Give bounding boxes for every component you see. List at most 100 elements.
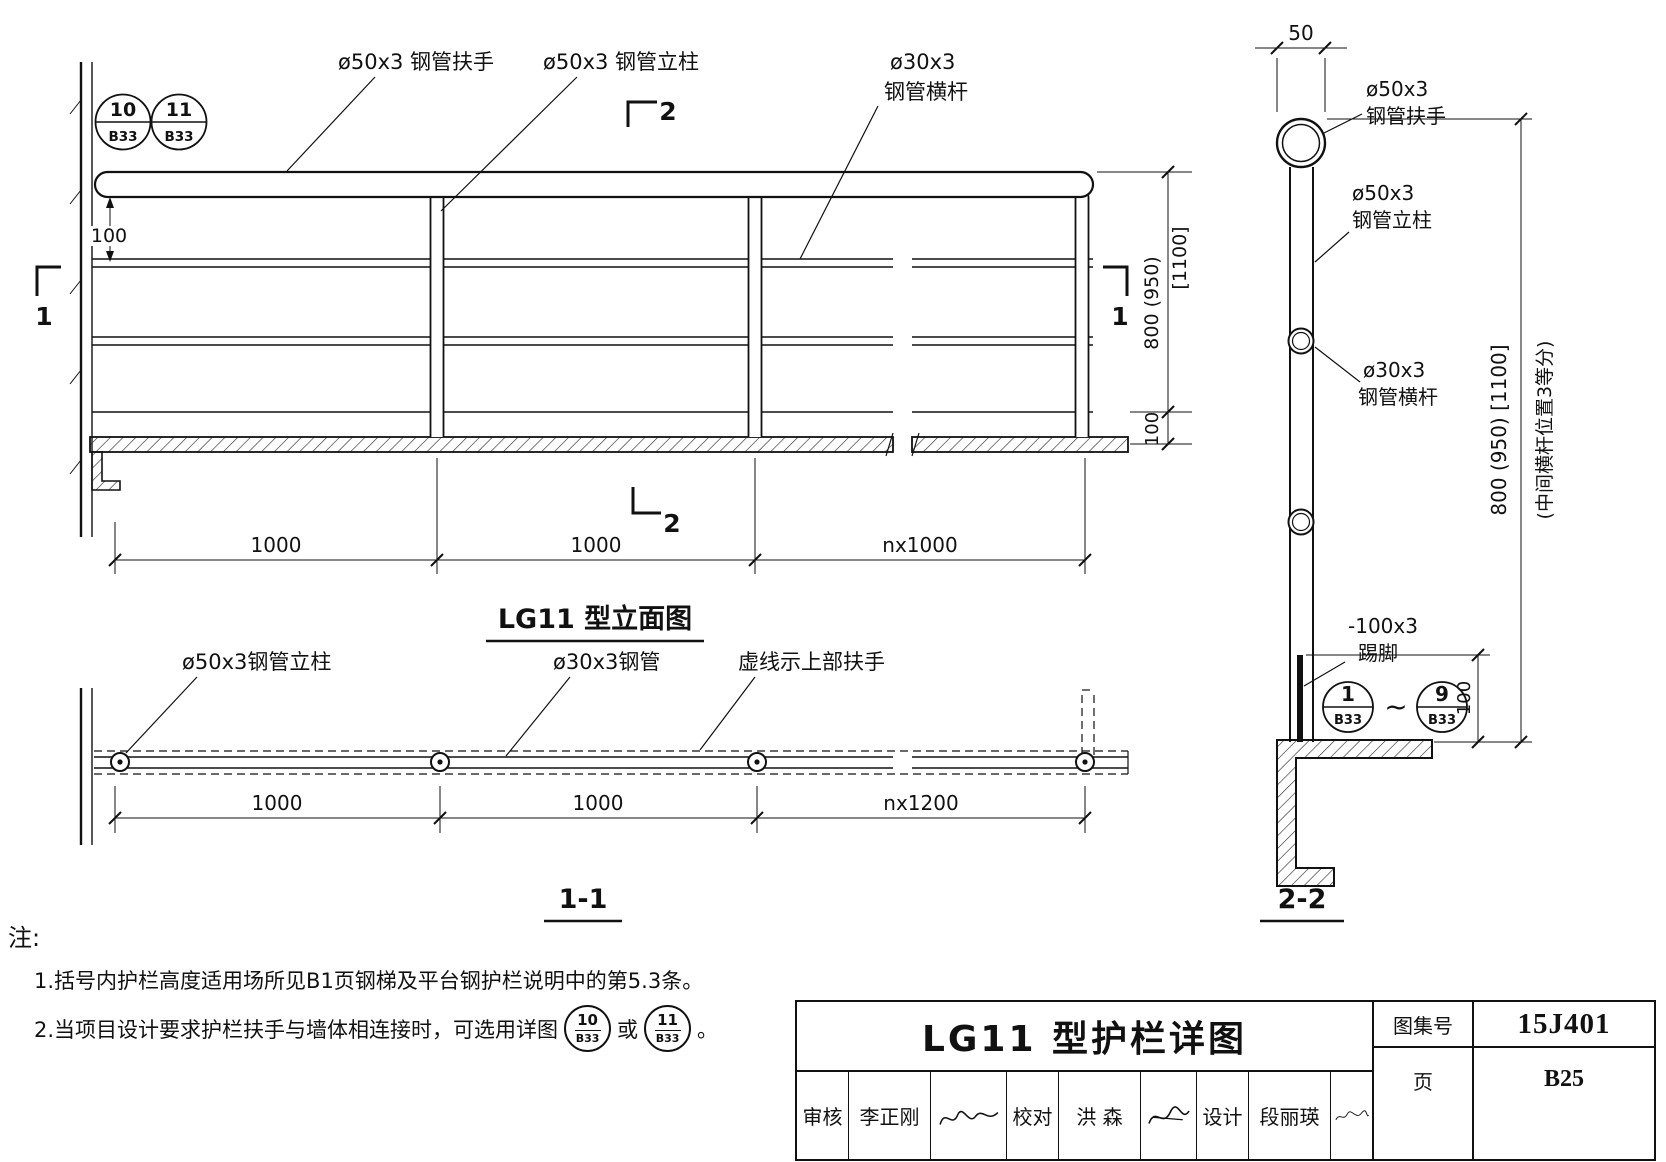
dim-toe-height: 100	[1142, 412, 1163, 446]
post	[747, 189, 763, 437]
reviewer-signature	[938, 1110, 998, 1125]
sheet-title: LG11 型护栏详图	[797, 1002, 1372, 1072]
crossbar-label-line2: 钢管横杆	[884, 80, 968, 104]
section-handrail-pipe	[1275, 117, 1327, 169]
note-ref-11-page: B33	[655, 1032, 680, 1045]
elevation-dimensions: 100 800 (950) [1100] 100 1000 1000 n	[86, 165, 1192, 574]
post-label: ø50x3 钢管立柱	[543, 50, 699, 74]
handrail-bar	[93, 170, 1095, 199]
reviewer-signature-cell	[931, 1072, 1007, 1159]
cut-mark-2-top: 2	[659, 97, 676, 126]
notes-heading: 注:	[8, 924, 41, 952]
dim-offset-top: 100	[91, 225, 127, 247]
checker-label: 校对	[1007, 1072, 1059, 1159]
title-block-right: 图集号 15J401 页 B25	[1374, 1002, 1654, 1159]
page-number: B25	[1543, 1066, 1584, 1092]
floor-deck	[89, 432, 1129, 491]
designer-signature-cell	[1331, 1072, 1372, 1159]
section-labels: ø50x3 钢管扶手 ø50x3 钢管立柱 ø30x3 钢管横杆 -100x3 …	[1303, 77, 1446, 687]
section-crossbar-lower	[1287, 508, 1315, 536]
note-1: 1.括号内护栏高度适用场所见B1页钢梯及平台钢护栏说明中的第5.3条。	[34, 969, 704, 993]
designer-signature	[1334, 1109, 1369, 1120]
section-cut-marks: 2 2 1 1	[35, 97, 1128, 538]
post-plan-circles	[110, 752, 1095, 772]
checker-signature-cell	[1141, 1072, 1197, 1159]
crossbar-label-line1: ø30x3	[890, 50, 955, 74]
crossbar-rails	[92, 258, 1093, 346]
section-title: 2-2	[1278, 884, 1327, 915]
section-dim-50: 50	[1288, 21, 1313, 45]
signature-row: 审核 李正刚 校对 洪 森 设计 段丽瑛	[797, 1072, 1372, 1159]
plan-pipe-label: ø30x3钢管	[553, 650, 660, 674]
atlas-label: 图集号	[1374, 1002, 1474, 1046]
designer-name: 段丽瑛	[1249, 1072, 1331, 1159]
handrail-label: ø50x3 钢管扶手	[338, 50, 494, 74]
page-label: 页	[1374, 1048, 1474, 1159]
dim-height-alt: [1100]	[1169, 226, 1191, 289]
plan-dim-bay-n: nx1200	[883, 791, 958, 815]
section-post	[1289, 167, 1314, 742]
note-ref-10-number: 10	[577, 1011, 598, 1029]
section-top-dimension: 50	[1255, 21, 1347, 112]
tilde-separator: ~	[1384, 690, 1407, 723]
section-view: 50 ø50x3 钢管扶手 ø5	[1255, 21, 1556, 923]
note-2-or: 或	[617, 1017, 639, 1042]
section-floor-channel	[1276, 739, 1433, 887]
section-crossbar-label-2: 钢管横杆	[1358, 385, 1438, 409]
section-toe-board	[1297, 655, 1303, 742]
section-crossbar-upper	[1287, 327, 1315, 355]
detail-ref-11-page: B33	[164, 129, 193, 145]
section-crossbar-label-1: ø30x3	[1363, 358, 1425, 382]
floor-edge-channel	[91, 451, 121, 491]
post	[1074, 189, 1090, 437]
cut-mark-1-right: 1	[1111, 302, 1128, 331]
plan-dimensions: 1000 1000 nx1200	[108, 786, 1092, 833]
railing-posts	[429, 189, 1090, 437]
detail-ref-9-page: B33	[1428, 713, 1456, 728]
checker-name: 洪 森	[1059, 1072, 1141, 1159]
badge-divider	[574, 1030, 601, 1031]
notes-block: 注: 1.括号内护栏高度适用场所见B1页钢梯及平台钢护栏说明中的第5.3条。 2…	[8, 918, 808, 1052]
cut-mark-2-bottom: 2	[663, 509, 680, 538]
section-handrail-label-2: 钢管扶手	[1366, 104, 1446, 128]
detail-ref-10-page: B33	[108, 129, 137, 145]
detail-ref-1-page: B33	[1334, 713, 1362, 728]
dim-bay2: 1000	[571, 533, 622, 557]
plan-labels: ø50x3钢管立柱 ø30x3钢管 虚线示上部扶手	[125, 650, 885, 757]
detail-ref-11-circle: 11 B33	[150, 93, 208, 151]
detail-ref-9-number: 9	[1435, 682, 1449, 706]
note-2: 2.当项目设计要求护栏扶手与墙体相连接时，可选用详图 10 B33 或 11 B…	[34, 1005, 808, 1052]
note-2-end: 。	[697, 1017, 719, 1042]
dim-height: 800 (950)	[1141, 256, 1163, 349]
detail-ref-11-number: 11	[166, 99, 192, 121]
section-toeboard-label-2: 踢脚	[1358, 641, 1398, 665]
note-ref-11-badge: 11 B33	[644, 1005, 692, 1052]
section-detail-refs: 1 B33 ~ 9 B33	[1322, 681, 1468, 733]
section-dim-toe: 100	[1454, 681, 1475, 715]
atlas-row: 图集号 15J401	[1374, 1002, 1654, 1048]
plan-view: ø50x3钢管立柱 ø30x3钢管 虚线示上部扶手 1000 1000 nx12…	[79, 650, 1129, 923]
dim-bay1: 1000	[251, 533, 302, 557]
note-ref-11-number: 11	[657, 1011, 678, 1029]
cut-mark-1-left: 1	[35, 302, 52, 331]
detail-ref-10-circle: 10 B33	[94, 93, 152, 151]
plan-dashed-label: 虚线示上部扶手	[738, 650, 885, 674]
reviewer-label: 审核	[797, 1072, 849, 1159]
section-post-label-2: 钢管立柱	[1352, 208, 1432, 232]
checker-signature	[1147, 1105, 1190, 1124]
note-ref-10-page: B33	[575, 1032, 600, 1045]
plan-dim-bay2: 1000	[573, 791, 624, 815]
post	[429, 189, 445, 437]
wall-line	[79, 688, 93, 845]
title-block: LG11 型护栏详图 审核 李正刚 校对 洪 森 设计 段丽瑛	[795, 1000, 1656, 1161]
title-block-left: LG11 型护栏详图 审核 李正刚 校对 洪 森 设计 段丽瑛	[797, 1002, 1374, 1159]
section-handrail-label-1: ø50x3	[1366, 77, 1428, 101]
plan-post-label: ø50x3钢管立柱	[182, 650, 331, 674]
note-2-text: 2.当项目设计要求护栏扶手与墙体相连接时，可选用详图	[34, 1017, 559, 1042]
section-toeboard-label-1: -100x3	[1348, 614, 1418, 638]
section-dimensions: 800 (950) [1100] (中间横杆位置3等分) 100	[1306, 112, 1556, 749]
elevation-title: LG11 型立面图	[498, 603, 692, 635]
note-ref-10-badge: 10 B33	[564, 1005, 612, 1052]
badge-divider	[654, 1030, 681, 1031]
